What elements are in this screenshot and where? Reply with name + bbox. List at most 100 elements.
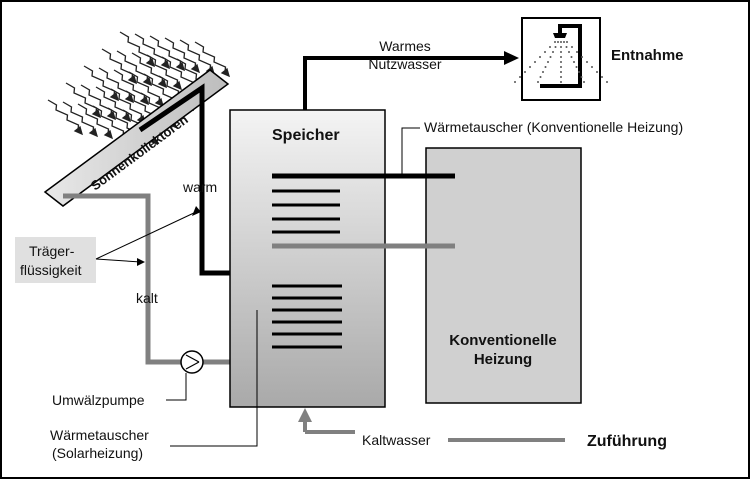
shower-spray-drop [570,56,573,58]
shower-spray-drop [547,61,549,63]
storage-tank [229,109,386,408]
shower-spray-drop [519,76,521,78]
sun-ray [179,39,212,71]
sun-ray [146,54,179,86]
sun-ray [62,101,95,133]
shower-spray-drop [563,41,565,43]
shower-spray-drop [560,46,562,48]
conventional-hx-leader [401,127,420,176]
sun-ray [164,37,197,69]
shower-spray-drop [575,66,578,68]
shower-spray-drop [581,56,583,58]
sun-ray-arrowhead [73,125,84,136]
shower-spray-drop [539,76,542,78]
cold-water-arrow [298,408,312,422]
shower-spray-drop [552,51,554,53]
shower-spray-drop [524,71,526,73]
sun-ray-arrowhead [121,112,132,123]
shower-spray-drop [560,81,562,83]
sun-ray-arrowhead [88,127,99,138]
shower-spray-drop [606,81,608,83]
shower-spray-drop [544,66,547,68]
shower-spray-drop [534,61,536,63]
sun-ray-arrowhead [109,91,120,102]
shower-spray-drop [565,46,568,48]
sun-ray [194,41,227,73]
shower-spray-drop [514,81,516,83]
conventional-heating-label-2: Heizung [474,351,532,368]
shower-spray-drop [591,66,593,68]
pump-label: Umwälzpumpe [52,392,145,408]
shower-spray-drop [554,41,556,43]
shower-spray-drop [578,71,580,73]
hot-water-label-1: Warmes [379,38,431,54]
sun-ray-arrowhead [145,57,156,68]
sun-ray-arrowhead [124,93,135,104]
carrier-fluid-label-1: Träger- [29,243,75,259]
shower-spray-drop [560,41,562,43]
sun-ray-arrowhead [91,108,102,119]
carrier-fluid-bg [15,237,96,283]
sun-ray [110,88,143,120]
shower-spray-drop [560,56,562,58]
sun-ray-arrowhead [127,74,138,85]
sun-ray [161,56,194,88]
sun-ray-arrowhead [172,80,183,91]
shower-spray-drop [560,71,562,73]
shower-spray-drop [549,46,551,48]
sun-ray-arrowhead [103,129,114,140]
shower-spray-drop [601,76,603,78]
solar-heat-exchanger [272,284,342,349]
solar-hx-label-2: (Solarheizung) [52,445,143,461]
sun-ray-arrowhead [160,59,171,70]
carrier-fluid-label-2: flüssigkeit [20,262,82,278]
sun-ray-arrowhead [157,78,168,89]
sun-ray [92,105,125,137]
shower-spray-drop [596,71,598,73]
shower-spray-drop [560,76,562,78]
shower-spray-drop [529,66,531,68]
shower-spray-drop [586,61,588,63]
shower-spray-drop [566,41,568,43]
sun-ray-arrowhead [154,97,165,108]
shower-spray-drop [539,56,541,58]
shower-spray-drop [560,61,562,63]
conventional-heater [425,147,582,404]
shower-spray-drop [554,46,557,48]
shower-spray-drop [571,46,573,48]
solar-hx-label-1: Wärmetauscher [50,427,149,443]
shower-spray-drop [560,51,562,53]
sun-ray-arrowhead [142,76,153,87]
shower-spray-drop [537,81,539,83]
withdrawal-label: Entnahme [611,47,684,64]
sun-ray [77,103,110,135]
sun-ray-arrowhead [106,110,117,121]
cold-label: kalt [136,290,158,306]
shower-spray-drop [573,61,575,63]
shower-spray-drop [544,51,546,53]
shower-spray-drop [568,51,570,53]
cold-water-label: Kaltwasser [362,432,431,448]
sun-ray-arrowhead [190,63,201,74]
sun-ray [128,71,161,103]
conventional-heat-exchanger [272,173,455,249]
shower-icon [514,17,608,101]
hot-water-pipe [303,56,505,110]
sun-ray-arrowhead [220,67,231,78]
shower-spray-drop [549,56,552,58]
conventional-heating-label-1: Konventionelle [449,332,557,349]
pump-icon [180,350,204,374]
sun-ray-arrowhead [139,95,150,106]
warm-label: warm [182,179,217,195]
shower-spray-drop [583,81,585,83]
hot-water-arrow [504,51,519,65]
hot-water-label-2: Nutzwasser [368,56,441,72]
sun-ray [47,99,80,131]
supply-label: Zuführung [587,433,667,450]
shower-spray-drop [557,41,559,43]
storage-label: Speicher [272,127,340,144]
shower-spray-drop [580,76,583,78]
shower-spray-drop [542,71,544,73]
shower-spray-drop [576,51,578,53]
